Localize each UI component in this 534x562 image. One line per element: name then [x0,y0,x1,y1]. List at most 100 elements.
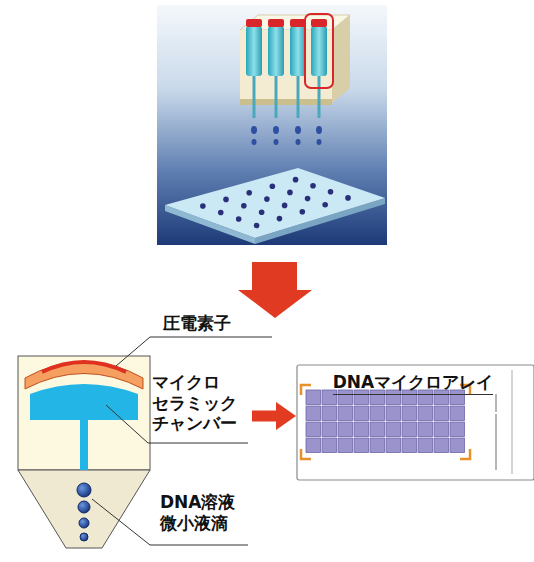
spot-dot [277,216,283,222]
array-cell [402,390,417,405]
array-cell [450,406,465,421]
array-cell [450,438,465,453]
spot-dot [293,177,299,183]
microarray-slide: DNAマイクロアレイ [296,372,530,518]
dispense-head-part [275,75,278,118]
array-cell [370,422,385,437]
corner-bracket [460,385,470,395]
array-cell [306,422,321,437]
dispense-head-part [311,26,327,76]
spot-dot [310,183,316,189]
node-text: マイクロ セラミック チャンバー [152,372,247,434]
leader-line [116,337,272,366]
flow-arrow [252,402,296,430]
array-cell [402,406,417,421]
droplet [77,483,91,497]
piezo-element [25,362,143,390]
part-label: 圧電素子 [163,313,231,334]
nozzle-body [18,470,150,548]
corner-bracket [460,449,470,459]
spot-dot [264,196,270,202]
array-cell [418,422,433,437]
slide-print [495,414,497,436]
array-cell [354,390,369,405]
array-cell [370,438,385,453]
spot-dot [305,196,311,202]
array-cell [418,390,433,405]
part-label: DNA溶液 微小液滴 [160,492,255,533]
array-cell [418,406,433,421]
dispense-head-part [246,26,262,76]
dispense-head [311,19,327,145]
spot-dot [223,197,229,203]
array-cell [322,438,337,453]
array-cell [370,390,385,405]
illustration-ground [157,5,387,245]
ceramic-body [18,356,150,470]
label-holder: DNA溶液 微小液滴 [160,492,255,533]
dispense-head-part [297,75,300,118]
spot-dot [259,209,265,215]
dispense-head [290,19,306,145]
droplet [79,518,89,528]
array-cell [434,406,449,421]
array-cell [370,406,385,421]
slide-divider [512,370,513,474]
dispense-head-part [274,139,279,145]
array-cell [386,390,401,405]
array-cell [306,438,321,453]
spot-dot [270,183,276,189]
dispense-head-part [290,26,306,76]
spot-dot [287,190,293,196]
dispense-head-part [317,139,322,145]
spot-dot [328,189,334,195]
array-cell [402,438,417,453]
array-cell [338,390,353,405]
array-cell [386,438,401,453]
droplet [80,533,88,541]
node-text: DNAマイクロアレイ [333,372,494,395]
array-cell [322,390,337,405]
array-cell [354,422,369,437]
slide-print [495,434,497,454]
dispense-head [268,19,284,145]
highlight-ring [305,14,333,88]
array-cell [354,406,369,421]
slide-outline [297,365,534,480]
array-cell [450,390,465,405]
piezo-electrode [42,362,126,372]
spot-dot [254,223,260,229]
chamber-device: マイクロ セラミック チャンバー [12,350,252,460]
array-cell [402,422,417,437]
dispense-head-part [290,19,306,27]
glass-slide [165,168,385,238]
array-cell [418,438,433,453]
array-cell [306,406,321,421]
spot-dot [236,216,242,222]
corner-bracket [301,449,311,459]
array-cell [322,406,337,421]
array-cell [434,390,449,405]
chamber-illustration [18,356,150,548]
spot-dot [300,209,306,215]
dispense-head-part [268,26,284,76]
array-cell [322,422,337,437]
chamber [30,384,138,470]
arrow-shaft [252,411,278,422]
spot-dot [246,190,252,196]
slide-print [495,394,497,412]
array-cell [434,438,449,453]
head-block-side [332,15,350,103]
dispense-head-part [318,75,321,118]
array-cell [338,406,353,421]
dispense-head-part [295,126,301,134]
dispense-head-part [251,126,257,134]
dispense-head-part [252,139,257,145]
array-cell [450,422,465,437]
spot-dot [241,203,247,209]
slide-print [495,454,497,470]
dispense-head-part [273,126,279,134]
dispense-head-part [246,19,262,27]
spot-dots [200,177,351,228]
